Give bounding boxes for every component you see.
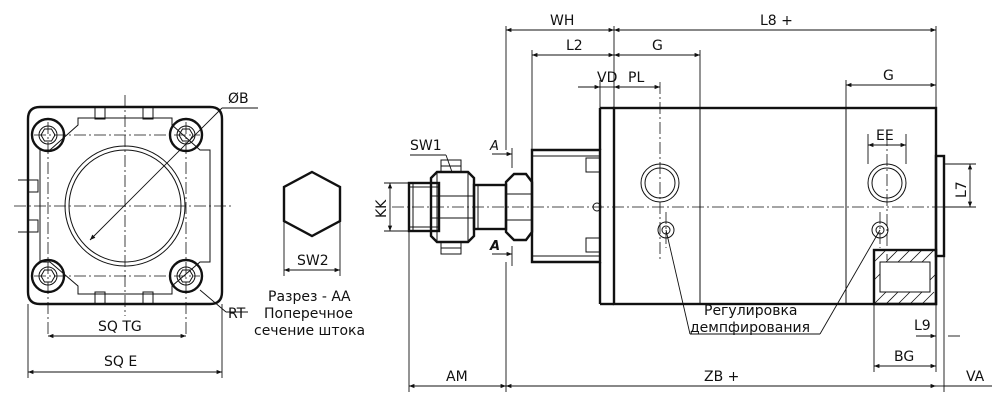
vd-label: VD bbox=[597, 70, 617, 86]
sqe-label: SQ E bbox=[104, 354, 137, 370]
cushion-note-1: Регулировка bbox=[704, 303, 797, 319]
va-label: VA bbox=[966, 369, 985, 385]
hatched-section bbox=[872, 248, 938, 306]
sw1-label: SW1 bbox=[410, 138, 442, 154]
bottom-slot-right bbox=[142, 291, 154, 305]
cushion-leader-2 bbox=[819, 229, 881, 335]
side-view: WH L8 + L2 G VD PL G EE L7 KK bbox=[374, 13, 992, 392]
top-slot-right bbox=[142, 106, 154, 120]
diameter-label: ØB bbox=[228, 91, 249, 107]
ee-label: EE bbox=[876, 128, 894, 144]
section-caption-1: Разрез - АА bbox=[268, 289, 351, 305]
bottom-slot-left bbox=[94, 291, 106, 305]
cushion-note-2: демпфирования bbox=[690, 320, 810, 336]
section-aa: SW2 Разрез - АА Поперечное сечение штока bbox=[254, 170, 365, 339]
section-caption-2: Поперечное bbox=[264, 306, 353, 322]
top-slot-left bbox=[94, 106, 106, 120]
section-caption-3: сечение штока bbox=[254, 323, 365, 339]
bg-label: BG bbox=[894, 349, 914, 365]
g-right-label: G bbox=[883, 68, 894, 84]
kk-label: KK bbox=[374, 199, 390, 218]
sqtg-label: SQ TG bbox=[98, 319, 142, 335]
cushion-leader-1 bbox=[665, 229, 691, 335]
left-slot-bottom bbox=[27, 219, 39, 233]
diameter-leader bbox=[89, 107, 223, 241]
rod-thread bbox=[407, 181, 441, 233]
l8-label: L8 + bbox=[760, 13, 793, 29]
left-slot-top bbox=[27, 179, 39, 193]
g-left-label: G bbox=[652, 38, 663, 54]
zb-label: ZB + bbox=[704, 369, 739, 385]
am-label: AM bbox=[446, 369, 468, 385]
pl-label: PL bbox=[628, 70, 644, 86]
l9-label: L9 bbox=[914, 318, 931, 334]
front-body-outline bbox=[26, 105, 224, 306]
wh-label: WH bbox=[550, 13, 574, 29]
l2-label: L2 bbox=[566, 38, 583, 54]
rt-label: RT bbox=[228, 306, 246, 322]
section-a-top: A bbox=[489, 139, 499, 154]
rear-cap bbox=[934, 154, 946, 258]
sw2-label: SW2 bbox=[297, 253, 329, 269]
section-a-bottom: A bbox=[489, 239, 500, 254]
front-view: ØB RT SQ TG SQ E bbox=[14, 91, 258, 378]
front-head bbox=[530, 148, 602, 264]
l7-label: L7 bbox=[954, 181, 970, 198]
hex-section bbox=[282, 170, 342, 238]
